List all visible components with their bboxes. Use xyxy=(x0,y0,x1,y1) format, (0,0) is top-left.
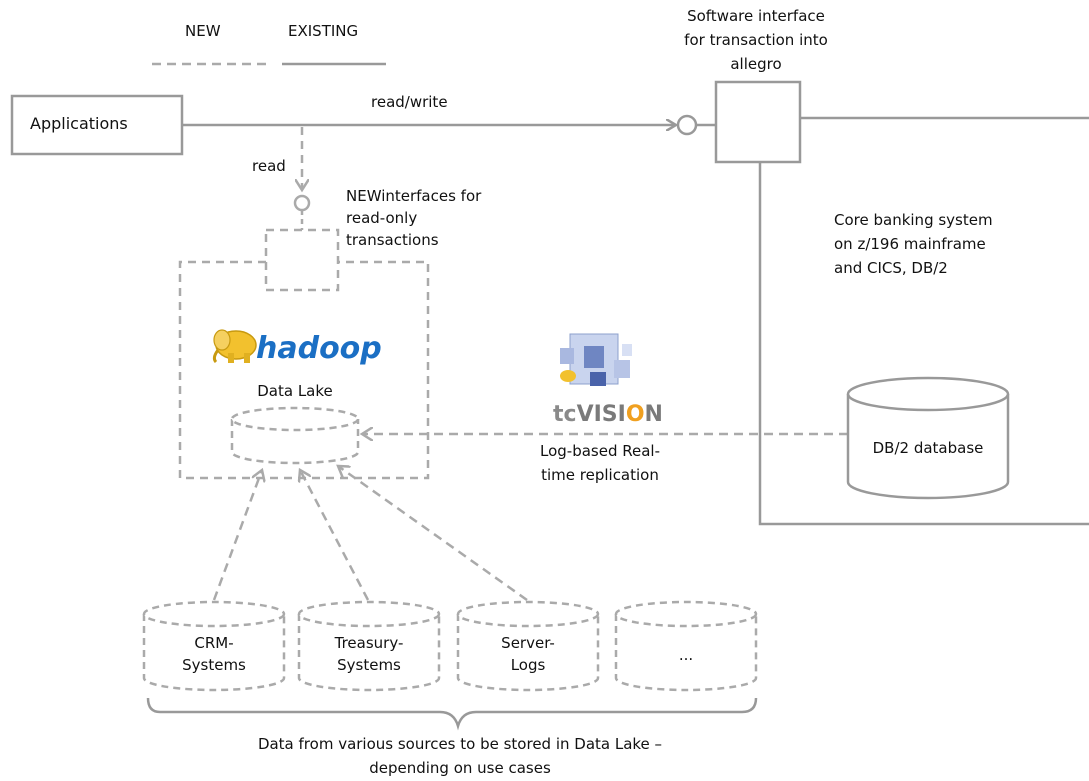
core-banking-label-line2: on z/196 mainframe xyxy=(834,235,986,253)
server-logs-arrow xyxy=(338,466,528,602)
legend-existing-label: EXISTING xyxy=(288,22,359,40)
source-label-crm-line2: Systems xyxy=(182,656,246,674)
replication-label-line1: Log-based Real- xyxy=(540,442,660,460)
source-label-server-logs-line1: Server- xyxy=(501,634,555,652)
data-lake-label: Data Lake xyxy=(257,382,333,400)
source-label-treasury-line2: Systems xyxy=(337,656,401,674)
replication-label-line2: time replication xyxy=(541,466,659,484)
source-label-more-line1: ... xyxy=(678,646,694,664)
new-interfaces-label-line2: read-only xyxy=(346,209,418,227)
read-label: read xyxy=(252,157,286,175)
software-interface-label-line2: for transaction into xyxy=(684,31,828,49)
core-banking-label-line3: and CICS, DB/2 xyxy=(834,259,948,277)
interface-lollipop xyxy=(676,114,698,136)
footer-caption-line1: Data from various sources to be stored i… xyxy=(257,735,663,753)
hadoop-logo-text: hadoop xyxy=(256,331,382,366)
software-interface-label-line1: Software interface xyxy=(687,7,825,25)
new-interface-box xyxy=(264,228,340,292)
software-interface-label-line3: allegro xyxy=(730,55,782,73)
source-cylinder-server-logs xyxy=(456,600,600,692)
core-banking-label-line1: Core banking system xyxy=(834,211,993,229)
source-cylinder-more xyxy=(614,600,758,692)
tcvision-cube-icon xyxy=(560,333,632,386)
data-lake-cylinder xyxy=(230,406,360,465)
crm-arrow xyxy=(212,470,262,601)
sources-brace xyxy=(146,697,758,731)
applications-label: Applications xyxy=(30,114,128,133)
source-label-treasury-line1: Treasury- xyxy=(334,634,404,652)
software-interface-box xyxy=(714,80,802,164)
legend-new-label: NEW xyxy=(185,22,221,40)
read-write-label: read/write xyxy=(371,93,448,111)
core-banking-outline-lower xyxy=(758,162,1089,526)
new-interfaces-label-line3: transactions xyxy=(346,231,439,249)
db2-cylinder xyxy=(846,376,1010,500)
source-cylinder-crm xyxy=(142,600,286,692)
new-interfaces-label-line1: NEWinterfaces for xyxy=(346,187,482,205)
db2-database-label: DB/2 database xyxy=(872,439,984,457)
treasury-arrow xyxy=(300,470,370,601)
hadoop-elephant-icon xyxy=(212,329,257,364)
footer-caption-line2: depending on use cases xyxy=(369,759,551,777)
new-interface-lollipop xyxy=(293,194,311,212)
tcvision-logo-text: tcVISION xyxy=(553,402,663,427)
source-cylinder-treasury xyxy=(297,600,441,692)
source-label-crm-line1: CRM- xyxy=(194,634,234,652)
source-label-server-logs-line2: Logs xyxy=(510,656,546,674)
